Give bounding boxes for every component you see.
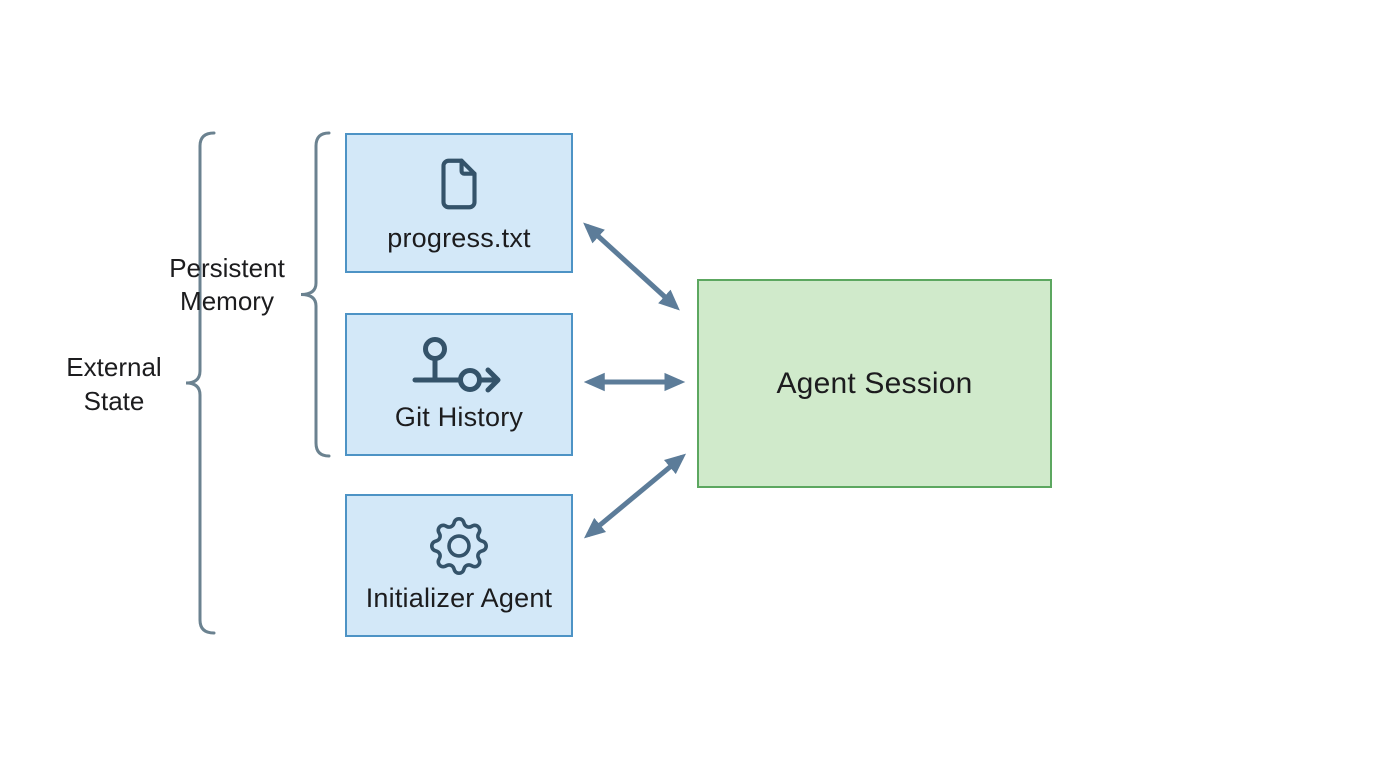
document-icon [441,158,477,209]
session-label: Agent Session [776,366,973,400]
gear-icon [430,517,488,575]
node-label: Initializer Agent [365,583,553,613]
arrow-init-session [583,453,687,539]
external-state-label: External State [66,352,162,416]
persistent-memory-label: Persistent Memory [169,253,285,316]
node-git-history: Git History [345,313,573,456]
node-agent-session: Agent Session [697,279,1052,488]
arrow-progress-session [583,222,680,311]
node-initializer-agent: Initializer Agent [345,494,573,637]
persistent-memory-brace [300,131,331,458]
external-state-brace [185,131,216,635]
node-label: Git History [394,401,524,432]
git-commit-arrow-icon [412,336,501,392]
node-label: progress.txt [387,222,531,253]
node-progress-txt: progress.txt [345,133,573,273]
